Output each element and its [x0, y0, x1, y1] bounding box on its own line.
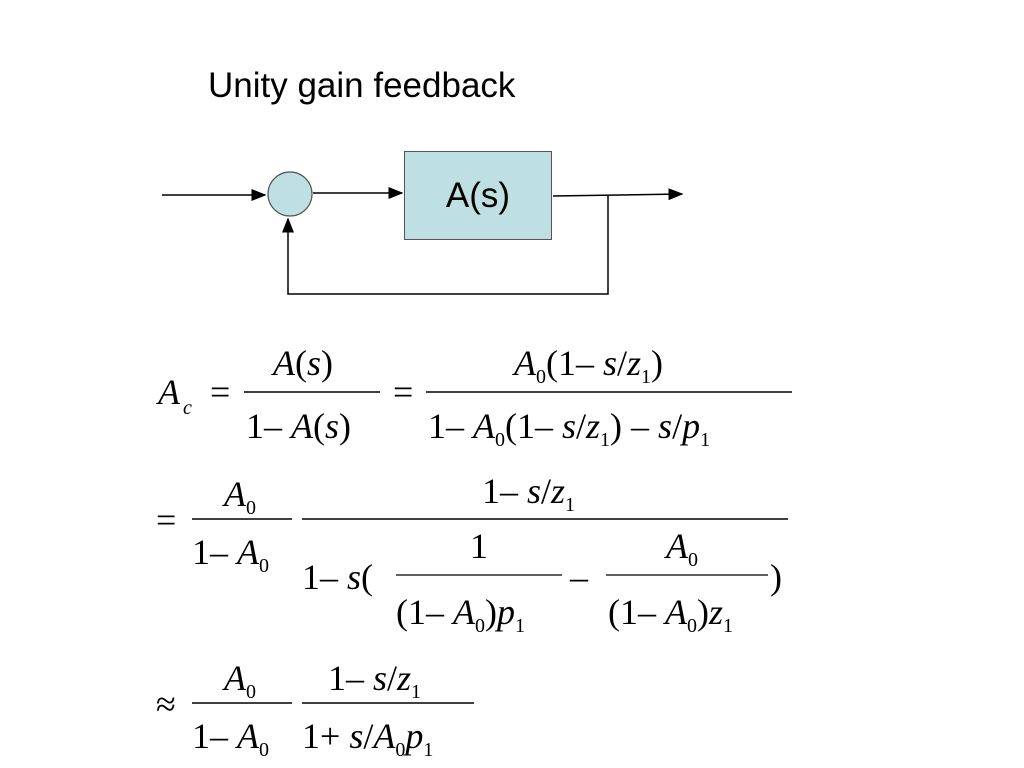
- slide-title: Unity gain feedback: [208, 66, 516, 105]
- svg-text:A0: A0: [222, 474, 256, 519]
- svg-text:c: c: [183, 397, 192, 419]
- equation-line-3: ≈ A0 1– A0 1– s/z1 1+ s/A0p1: [156, 658, 474, 761]
- svg-text:1: 1: [470, 526, 488, 566]
- summing-junction: [267, 171, 313, 217]
- svg-text:=: =: [393, 372, 413, 412]
- svg-text:1– A0(1– s/z1) – s/p1: 1– A0(1– s/z1) – s/p1: [428, 406, 710, 451]
- feedback-path: [282, 196, 609, 295]
- block-diagram: [162, 171, 684, 295]
- equation-line-2: = A0 1– A0 1– s/z1 1– s( 1 (1– A0)p1 – A…: [156, 471, 788, 637]
- svg-text:(1– A0)z1: (1– A0)z1: [608, 592, 733, 637]
- plant-block-label: A(s): [445, 175, 511, 215]
- svg-text:≈: ≈: [156, 684, 176, 724]
- svg-text:A0: A0: [664, 526, 698, 571]
- svg-text:=: =: [210, 372, 230, 412]
- plant-block: A(s): [404, 151, 552, 240]
- svg-text:=: =: [156, 500, 176, 540]
- svg-text:): ): [770, 557, 782, 597]
- svg-text:1– A(s): 1– A(s): [246, 406, 351, 446]
- svg-text:1– s/z1: 1– s/z1: [328, 658, 421, 703]
- svg-text:1+ s/A0p1: 1+ s/A0p1: [302, 716, 433, 761]
- svg-text:A(s): A(s): [271, 343, 333, 383]
- equation-line-1: A c = A(s) 1– A(s) = A0(1– s/z1) 1– A0(1…: [156, 343, 792, 451]
- svg-text:A0: A0: [222, 658, 256, 703]
- svg-text:1– s/z1: 1– s/z1: [482, 471, 575, 516]
- svg-text:A: A: [156, 372, 181, 412]
- svg-text:1– s(: 1– s(: [302, 557, 373, 597]
- svg-text:–: –: [569, 557, 589, 597]
- svg-text:A0(1– s/z1): A0(1– s/z1): [512, 343, 663, 388]
- output-arrow: [552, 188, 684, 201]
- svg-text:1– A0: 1– A0: [192, 532, 269, 577]
- svg-text:1– A0: 1– A0: [192, 716, 269, 761]
- svg-text:(1– A0)p1: (1– A0)p1: [396, 592, 525, 637]
